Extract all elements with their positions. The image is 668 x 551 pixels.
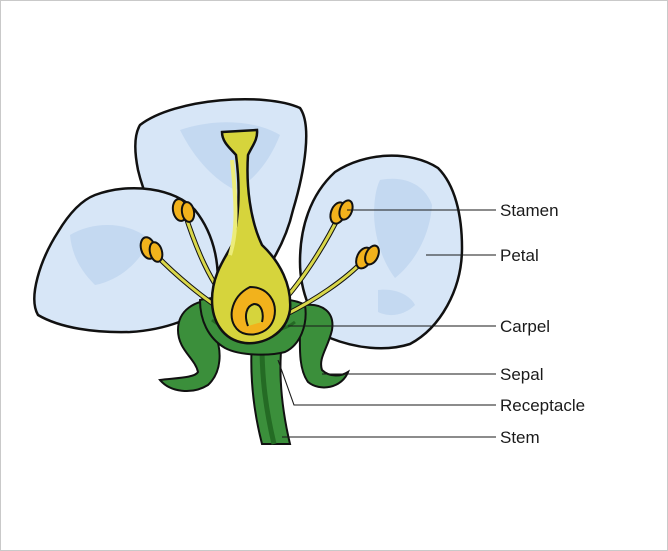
stem <box>251 340 290 444</box>
label-sepal: Sepal <box>500 365 543 384</box>
label-carpel: Carpel <box>500 317 550 336</box>
label-stem: Stem <box>500 428 540 447</box>
label-receptacle: Receptacle <box>500 396 585 415</box>
label-petal: Petal <box>500 246 539 265</box>
label-stamen: Stamen <box>500 201 559 220</box>
